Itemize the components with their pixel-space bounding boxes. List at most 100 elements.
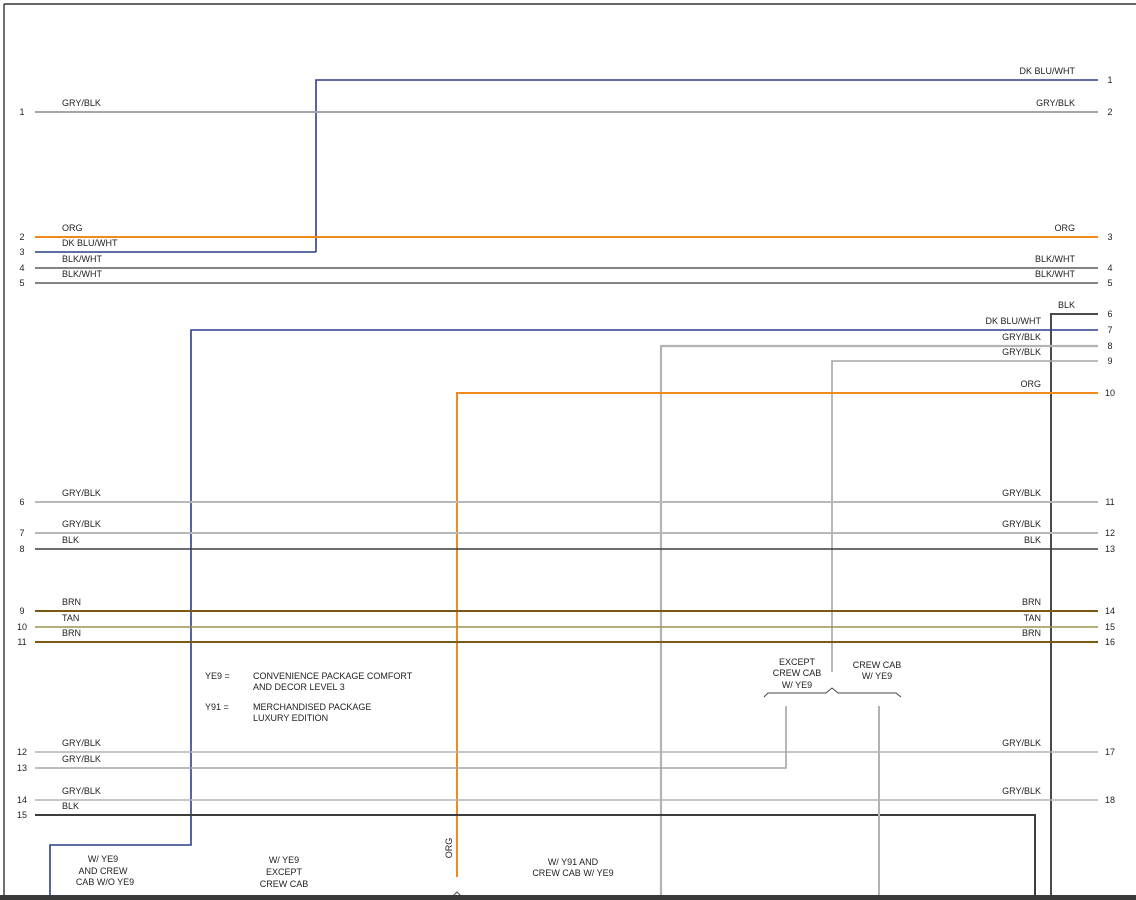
note-ye9-except: W/ YE9 — [269, 855, 299, 865]
option-crew-cab: W/ YE9 — [862, 671, 892, 681]
option-bracket — [763, 687, 902, 698]
left-pin: 8 — [19, 544, 24, 554]
bottom-notes: W/ YE9 AND CREW CAB W/O YE9 W/ YE9 EXCEP… — [76, 854, 614, 889]
left-pin: 7 — [19, 528, 24, 538]
right-wire-label: DK BLU/WHT — [1019, 66, 1075, 76]
right-wire-label: GRY/BLK — [1002, 347, 1041, 357]
right-pin: 5 — [1107, 278, 1112, 288]
wire-blk-left-15 — [35, 814, 1036, 896]
left-pin: 1 — [19, 107, 24, 117]
left-pin: 5 — [19, 278, 24, 288]
right-wire-label: GRY/BLK — [1002, 332, 1041, 342]
right-wire-label: BLK — [1024, 535, 1041, 545]
legend-ye9-code: YE9 = — [205, 671, 230, 681]
note-ye9-except: CREW CAB — [260, 879, 309, 889]
continuation-mark — [452, 891, 462, 897]
wire-gry-blk-right-9 — [831, 360, 1098, 672]
legend-y91-desc: MERCHANDISED PACKAGE — [253, 702, 371, 712]
note-ye9-crew: CAB W/O YE9 — [76, 877, 134, 887]
left-wire-label: BLK — [62, 535, 79, 545]
option-legend: YE9 = CONVENIENCE PACKAGE COMFORT AND DE… — [205, 671, 413, 723]
note-y91: CREW CAB W/ YE9 — [532, 868, 613, 878]
wire-dk-blu-wht-right-7 — [49, 329, 1098, 896]
right-wire-label: GRY/BLK — [1002, 519, 1041, 529]
right-wire-label: GRY/BLK — [1002, 488, 1041, 498]
right-pin: 2 — [1107, 107, 1112, 117]
right-pin: 15 — [1105, 622, 1115, 632]
right-pin: 8 — [1107, 341, 1112, 351]
right-wire-label: BLK — [1058, 300, 1075, 310]
left-wire-label: GRY/BLK — [62, 738, 101, 748]
left-wire-label: BRN — [62, 628, 81, 638]
left-wire-label: GRY/BLK — [62, 786, 101, 796]
left-pin: 11 — [17, 637, 26, 647]
right-pin: 6 — [1107, 309, 1112, 319]
right-pin: 3 — [1107, 232, 1112, 242]
wire-blk-right-6 — [1050, 313, 1098, 896]
legend-ye9-desc: AND DECOR LEVEL 3 — [253, 682, 345, 692]
left-wire-label: GRY/BLK — [62, 754, 101, 764]
note-ye9-crew: AND CREW — [79, 866, 129, 876]
left-wire-label: ORG — [62, 223, 83, 233]
right-wire-label: BLK/WHT — [1035, 269, 1076, 279]
right-pin: 14 — [1105, 606, 1115, 616]
left-labels: GRY/BLK ORG DK BLU/WHT BLK/WHT BLK/WHT G… — [62, 98, 118, 811]
right-pin: 11 — [1105, 497, 1114, 507]
right-pin: 12 — [1105, 528, 1115, 538]
legend-ye9-desc: CONVENIENCE PACKAGE COMFORT — [253, 671, 413, 681]
left-pins: 1 2 3 4 5 6 7 8 9 10 11 12 13 14 15 — [17, 107, 27, 820]
right-pin: 13 — [1105, 544, 1115, 554]
left-wire-label: GRY/BLK — [62, 98, 101, 108]
right-wire-label: GRY/BLK — [1002, 738, 1041, 748]
left-wire-label: DK BLU/WHT — [62, 238, 118, 248]
right-wire-label: ORG — [1020, 379, 1041, 389]
left-pin: 15 — [17, 810, 27, 820]
right-pin: 10 — [1105, 388, 1115, 398]
right-pin: 17 — [1105, 747, 1115, 757]
left-wire-label: BLK/WHT — [62, 254, 103, 264]
left-pin: 4 — [19, 263, 24, 273]
option-except-crew-cab: W/ YE9 — [782, 680, 812, 690]
left-wire-label: GRY/BLK — [62, 488, 101, 498]
left-wire-label: BLK — [62, 801, 79, 811]
left-pin: 14 — [17, 795, 27, 805]
left-pin: 2 — [19, 232, 24, 242]
right-pin: 16 — [1105, 637, 1115, 647]
note-ye9-crew: W/ YE9 — [88, 854, 118, 864]
wire-gry-blk-right-8 — [659, 344, 1098, 896]
bottom-edge-bar — [0, 895, 1136, 900]
note-org-vertical: ORG — [444, 838, 454, 859]
option-except-crew-cab: EXCEPT — [779, 657, 816, 667]
right-wire-label: GRY/BLK — [1036, 98, 1075, 108]
right-pins: 1 2 3 4 5 6 7 8 9 10 11 12 13 14 15 16 1… — [1105, 75, 1115, 805]
left-wire-label: GRY/BLK — [62, 519, 101, 529]
right-pin: 9 — [1107, 356, 1112, 366]
note-y91: W/ Y91 AND — [548, 857, 599, 867]
option-crew-cab: CREW CAB — [853, 660, 902, 670]
right-wire-label: GRY/BLK — [1002, 786, 1041, 796]
right-pin: 7 — [1107, 325, 1112, 335]
left-wire-label: BRN — [62, 597, 81, 607]
left-pin: 12 — [17, 747, 27, 757]
left-pin: 9 — [19, 606, 24, 616]
left-pin: 6 — [19, 497, 24, 507]
wire-dk-blu-wht-right-1 — [315, 79, 1098, 252]
diagram-frame — [3, 3, 1136, 896]
right-wire-label: BLK/WHT — [1035, 254, 1076, 264]
wire-org-right-10 — [456, 392, 1098, 877]
right-wire-label: TAN — [1024, 613, 1041, 623]
right-wire-label: BRN — [1022, 628, 1041, 638]
wire-gry-blk-left-13 — [35, 706, 787, 769]
right-wire-label: ORG — [1054, 223, 1075, 233]
right-wire-label: DK BLU/WHT — [985, 316, 1041, 326]
left-pin: 13 — [17, 763, 27, 773]
left-pin: 10 — [17, 622, 27, 632]
note-ye9-except: EXCEPT — [266, 867, 303, 877]
left-pin: 3 — [19, 247, 24, 257]
right-pin: 18 — [1105, 795, 1115, 805]
option-labels: EXCEPT CREW CAB W/ YE9 CREW CAB W/ YE9 — [773, 657, 902, 690]
option-except-crew-cab: CREW CAB — [773, 668, 822, 678]
right-wire-label: BRN — [1022, 597, 1041, 607]
legend-y91-code: Y91 = — [205, 702, 229, 712]
